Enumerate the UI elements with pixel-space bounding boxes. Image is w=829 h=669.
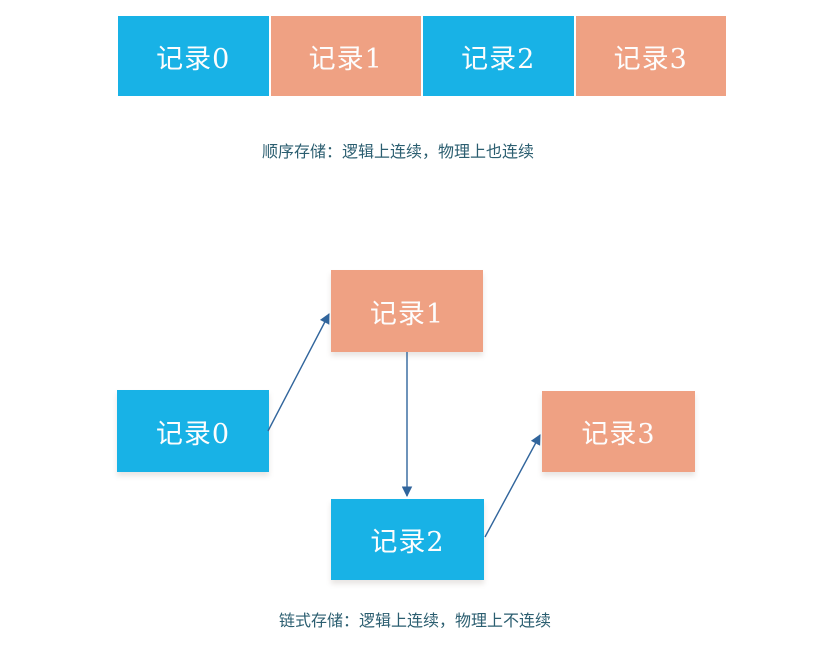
sequential-storage-row: 记录0 记录1 记录2 记录3 [118, 16, 726, 96]
record-label: 记录2 [370, 527, 445, 558]
record-label: 记录0 [156, 43, 231, 75]
arrow-record2-to-record3 [484, 434, 541, 538]
sequential-cell-record2: 记录2 [423, 16, 574, 96]
linked-node-record1: 记录1 [331, 270, 483, 352]
record-label: 记录1 [308, 43, 383, 75]
linked-node-record3: 记录3 [542, 391, 695, 472]
linked-node-record0: 记录0 [117, 390, 269, 472]
sequential-cell-record0: 记录0 [118, 16, 269, 96]
sequential-cell-record3: 记录3 [575, 16, 726, 96]
record-label: 记录3 [613, 43, 688, 75]
linked-node-record2: 记录2 [331, 499, 484, 580]
record-label: 记录2 [461, 43, 536, 75]
record-label: 记录3 [581, 419, 656, 450]
linked-storage-caption: 链式存储：逻辑上连续，物理上不连续 [278, 611, 552, 630]
sequential-cell-record1: 记录1 [270, 16, 421, 96]
record-label: 记录1 [369, 298, 445, 330]
sequential-storage-caption: 顺序存储：逻辑上连续，物理上也连续 [261, 142, 535, 161]
record-label: 记录0 [155, 418, 231, 450]
arrow-record0-to-record1 [267, 313, 330, 432]
